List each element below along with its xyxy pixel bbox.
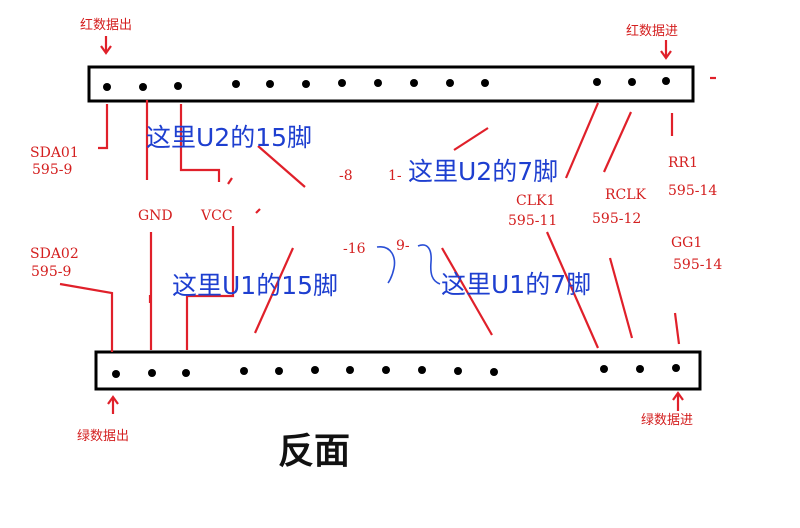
blue-link-9	[417, 244, 441, 285]
red-data-in-label: 红数据进	[626, 23, 678, 39]
annotation-u2-pin15: 这里U2的15脚	[146, 123, 312, 152]
green-data-in-label: 绿数据进	[641, 413, 693, 428]
bottom-pin	[636, 365, 644, 373]
clk1-label: CLK1	[516, 193, 555, 209]
wire-vcc-bottom	[185, 226, 235, 350]
top-pin	[446, 79, 454, 87]
pin-number-16: -16	[343, 241, 366, 257]
vcc-label: VCC	[200, 208, 233, 224]
green-data-out-label: 绿数据出	[77, 429, 129, 444]
top-pin	[662, 77, 670, 85]
bottom-pin	[148, 369, 156, 377]
wire-u1-pin7	[441, 247, 493, 336]
bottom-pin	[600, 365, 608, 373]
red-data-in-arrow	[660, 40, 672, 60]
top-pin	[174, 82, 182, 90]
wire-rclk-bottom	[608, 257, 634, 339]
rr1-label: RR1	[668, 155, 698, 171]
sda02-label: SDA02	[30, 246, 79, 262]
top-pin	[374, 79, 382, 87]
bottom-pin	[112, 370, 120, 378]
top-pin	[103, 83, 111, 91]
top-pin	[302, 80, 310, 88]
page-title: 反面	[278, 430, 350, 472]
bottom-pin	[311, 366, 319, 374]
annotation-u1-pin7: 这里U1的7脚	[441, 270, 591, 299]
bottom-pin	[382, 366, 390, 374]
red-data-out-label: 红数据出	[80, 17, 132, 33]
bottom-pin	[182, 369, 190, 377]
wire-rclk-top	[602, 111, 633, 173]
red-data-out-arrow	[100, 36, 112, 55]
bottom-connector-bar	[94, 350, 702, 391]
gnd-label: GND	[138, 208, 173, 224]
top-pin	[593, 78, 601, 86]
blue-link-16	[376, 246, 396, 284]
annotation-u1-pin15: 这里U1的15脚	[172, 271, 338, 300]
bottom-pin	[454, 367, 462, 375]
rr1-sub-label: 595-14	[668, 183, 717, 199]
sda01-label: SDA01	[30, 145, 79, 161]
pin-number-1: 1-	[388, 168, 402, 184]
bottom-pin	[672, 364, 680, 372]
wire-sda01	[98, 104, 109, 150]
top-connector-bar	[87, 65, 695, 103]
top-pin	[481, 79, 489, 87]
top-pin	[232, 80, 240, 88]
top-pin	[338, 79, 346, 87]
top-pin	[410, 79, 418, 87]
top-pin	[628, 78, 636, 86]
wire-gg1	[673, 312, 681, 345]
red-wires	[59, 76, 716, 352]
bottom-connector-pins	[112, 364, 680, 378]
annotation-u2-pin7: 这里U2的7脚	[408, 157, 558, 186]
wire-u1-pin15	[253, 247, 295, 334]
bottom-pin	[275, 367, 283, 375]
top-pin	[139, 83, 147, 91]
top-connector-pins	[103, 77, 670, 91]
sda01-sub-label: 595-9	[32, 162, 72, 178]
wire-vcc-top	[179, 104, 221, 182]
bottom-pin	[240, 367, 248, 375]
rclk-label: RCLK	[605, 187, 647, 203]
green-data-out-arrow	[107, 395, 119, 414]
bottom-pin	[490, 368, 498, 376]
pin-number-8: -8	[339, 168, 353, 184]
wire-clk1-bottom	[545, 231, 600, 349]
green-data-in-arrow	[672, 391, 684, 411]
clk1-sub-label: 595-11	[508, 213, 557, 229]
gg1-sub-label: 595-14	[673, 257, 722, 273]
wire-u2-pin7	[453, 127, 489, 151]
pin-number-9: 9-	[396, 238, 410, 254]
gg1-label: GG1	[671, 235, 702, 251]
top-pin	[266, 80, 274, 88]
sda02-sub-label: 595-9	[31, 264, 71, 280]
wire-sda02	[59, 282, 114, 352]
wire-clk1-top	[564, 102, 600, 179]
rclk-sub-label: 595-12	[592, 211, 641, 227]
wire-u2-pin15	[257, 145, 306, 188]
bottom-pin	[346, 366, 354, 374]
bottom-pin	[418, 366, 426, 374]
